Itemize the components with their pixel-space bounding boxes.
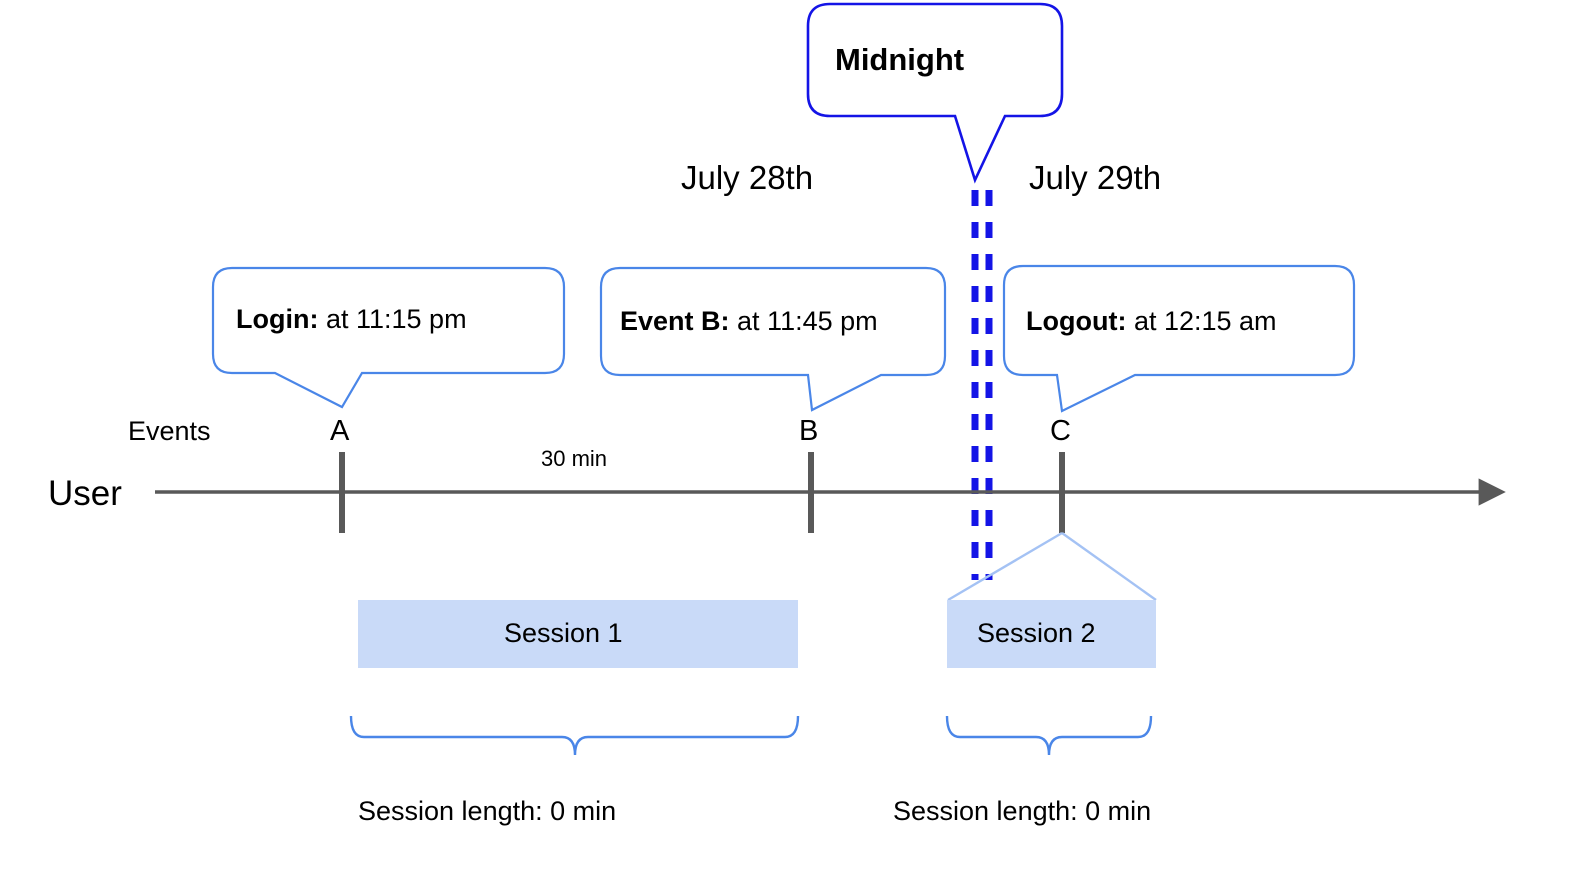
session-2-length-label: Session length: 0 min [893,796,1152,826]
login-callout-text: Login: at 11:15 pm [236,306,467,333]
events-row-label: Events [128,416,211,446]
eventb-callout-rest: at 11:45 pm [729,306,878,336]
session-2-brace [945,715,1153,756]
session-1-brace [349,715,800,756]
user-row-label: User [48,474,122,513]
gap-duration-label: 30 min [541,446,608,471]
eventb-callout-text: Event B: at 11:45 pm [620,308,878,335]
eventb-callout-bold: Event B: [620,306,730,336]
login-callout-rest: at 11:15 pm [318,304,467,334]
eventb-callout-shape [599,266,947,412]
marker-label-a: A [330,415,350,447]
midnight-callout-shape [806,2,1064,184]
logout-callout-shape [1002,264,1356,413]
session-1-label: Session 1 [504,618,623,648]
marker-label-b: B [799,415,819,447]
logout-callout-bold: Logout: [1026,306,1127,336]
midnight-label: Midnight [835,42,965,77]
date-label-july-28: July 28th [681,159,814,196]
session2-connector-lines [947,531,1157,602]
login-callout-shape [211,266,566,409]
session-1-box [358,600,798,668]
login-callout-bold: Login: [236,304,319,334]
midnight-dashed-divider [971,190,993,580]
date-label-july-29: July 29th [1029,159,1162,196]
marker-label-c: C [1050,415,1071,447]
logout-callout-rest: at 12:15 am [1126,306,1277,336]
session-2-box [947,600,1156,668]
logout-callout-text: Logout: at 12:15 am [1026,308,1277,335]
session-2-label: Session 2 [977,618,1096,648]
session-1-length-label: Session length: 0 min [358,796,617,826]
